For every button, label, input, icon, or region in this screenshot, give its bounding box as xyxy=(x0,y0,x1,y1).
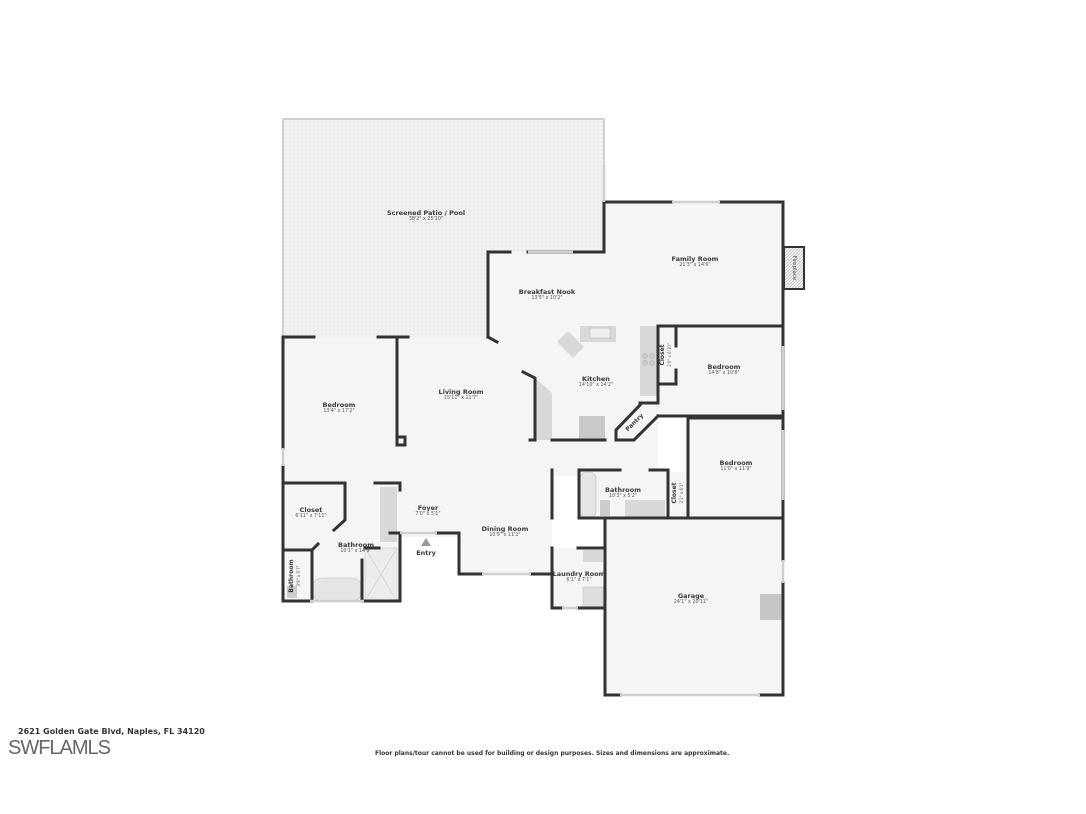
island-counter xyxy=(557,331,584,358)
room-label-bedroom-w: Bedroom 13'4" x 17'2" xyxy=(322,401,356,414)
room-label-breakfast-nook: Breakfast Nook 13'5" x 10'2" xyxy=(518,288,576,301)
bar-counter xyxy=(535,378,552,440)
walls xyxy=(281,118,785,697)
interior-floor xyxy=(283,202,784,695)
sink-icon xyxy=(589,327,611,339)
room-label-laundry-room: Laundry Room 6'1" x 7'1" xyxy=(552,570,606,583)
dryer-icon xyxy=(582,586,604,608)
room-label-closet-ne: Closet 2'0" x 6'10" xyxy=(659,343,672,367)
room-label-bathroom-small: Bathroom 3'9" x 5'7" xyxy=(288,559,301,593)
property-address: 2621 Golden Gate Blvd, Naples, FL 34120 xyxy=(18,727,205,736)
mls-watermark: SWFLAMLS xyxy=(8,737,111,759)
room-label-garage: Garage 24'1" x 20'11" xyxy=(673,592,709,605)
room-label-bathroom-master: Bathroom 10'1" x 14'9" xyxy=(338,541,374,554)
room-label-closet-w: Closet 6'11" x 7'11" xyxy=(295,506,327,519)
bathtub-icon xyxy=(579,471,597,519)
room-label-family-room: Family Room 21'3" x 14'6" xyxy=(671,255,719,268)
toilet-icon xyxy=(600,500,610,516)
room-label-patio: Screened Patio / Pool 38'2" x 25'10" xyxy=(386,209,466,222)
burner-icon xyxy=(649,353,655,359)
windows xyxy=(281,165,785,697)
vanity xyxy=(625,500,665,518)
room-label-bedroom-ne: Bedroom 14'8" x 10'8" xyxy=(707,363,741,376)
water-heater xyxy=(760,594,782,620)
room-label-living-room: Living Room 15'11" x 11'7" xyxy=(438,388,484,401)
patio-area xyxy=(283,119,604,337)
room-label-bedroom-e: Bedroom 11'0" x 11'9" xyxy=(719,459,753,472)
room-label-foyer: Foyer 7'0" x 5'1" xyxy=(415,504,441,517)
entry-arrow-icon xyxy=(421,538,431,546)
washer-icon xyxy=(583,550,603,562)
fridge xyxy=(579,416,605,441)
bathtub-master-icon xyxy=(311,577,363,602)
room-label-closet-e: Closet 2'1" x 6'1" xyxy=(671,482,684,504)
vanity-master xyxy=(380,487,397,542)
room-label-bathroom-hall: Bathroom 10'3" x 5'2" xyxy=(605,486,641,499)
room-label-dining-room: Dining Room 10'9" x 11'2" xyxy=(481,525,529,538)
toilet-small-icon xyxy=(287,586,297,598)
room-label-kitchen: Kitchen 14'10" x 14'2" xyxy=(578,375,614,388)
entry-label: Entry xyxy=(416,549,436,557)
burner-icon xyxy=(649,360,655,366)
room-label-fireplace: Fireplace xyxy=(791,255,797,281)
disclaimer-text: Floor plans/tour cannot be used for buil… xyxy=(375,750,730,757)
range-counter xyxy=(640,326,657,396)
burner-icon xyxy=(642,360,648,366)
burner-icon xyxy=(642,353,648,359)
